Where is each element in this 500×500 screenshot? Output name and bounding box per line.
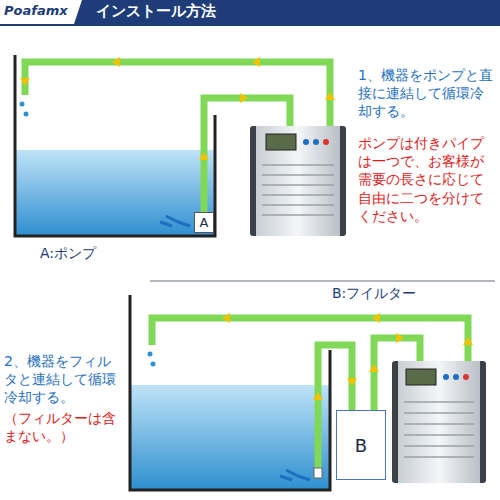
tank-wall bbox=[15, 55, 215, 236]
drip bbox=[151, 362, 156, 367]
tank-wall bbox=[130, 295, 330, 490]
box-text: A bbox=[200, 215, 209, 230]
step-note: 1、機器をポンプと直接に連結して循環冷却する。 bbox=[358, 66, 496, 121]
box-text: B bbox=[355, 435, 367, 456]
flow-arrows bbox=[160, 216, 190, 226]
flow-arrows bbox=[20, 57, 335, 160]
drip bbox=[148, 352, 153, 357]
chiller bbox=[250, 126, 346, 236]
water bbox=[16, 150, 214, 235]
drip bbox=[24, 112, 29, 117]
pipe bbox=[152, 318, 468, 361]
drip bbox=[20, 102, 25, 107]
flow-arrows bbox=[280, 470, 310, 480]
header-rule bbox=[0, 24, 500, 26]
warning-note: （フィルターは含まない。） bbox=[4, 409, 124, 445]
part-label: A:ポンプ bbox=[40, 244, 150, 262]
brand-logo: Poafamx bbox=[4, 3, 74, 20]
pipe bbox=[25, 62, 330, 126]
pump-box: A bbox=[194, 212, 214, 233]
chiller bbox=[392, 361, 486, 483]
step-note: 2、機器をフィルタと連結して循環冷却する。 bbox=[4, 352, 124, 407]
intake bbox=[314, 468, 322, 478]
filter-box: B bbox=[336, 410, 386, 480]
water bbox=[131, 385, 329, 489]
warning-note: ポンプは付きパイプは一つで、お客様が需要の長さに応じて自由に二つを分けてください… bbox=[358, 134, 496, 225]
page-title: インストール方法 bbox=[96, 2, 216, 22]
divider bbox=[150, 280, 495, 282]
part-label: B:フイルター bbox=[332, 284, 472, 302]
header-bar bbox=[74, 0, 500, 24]
